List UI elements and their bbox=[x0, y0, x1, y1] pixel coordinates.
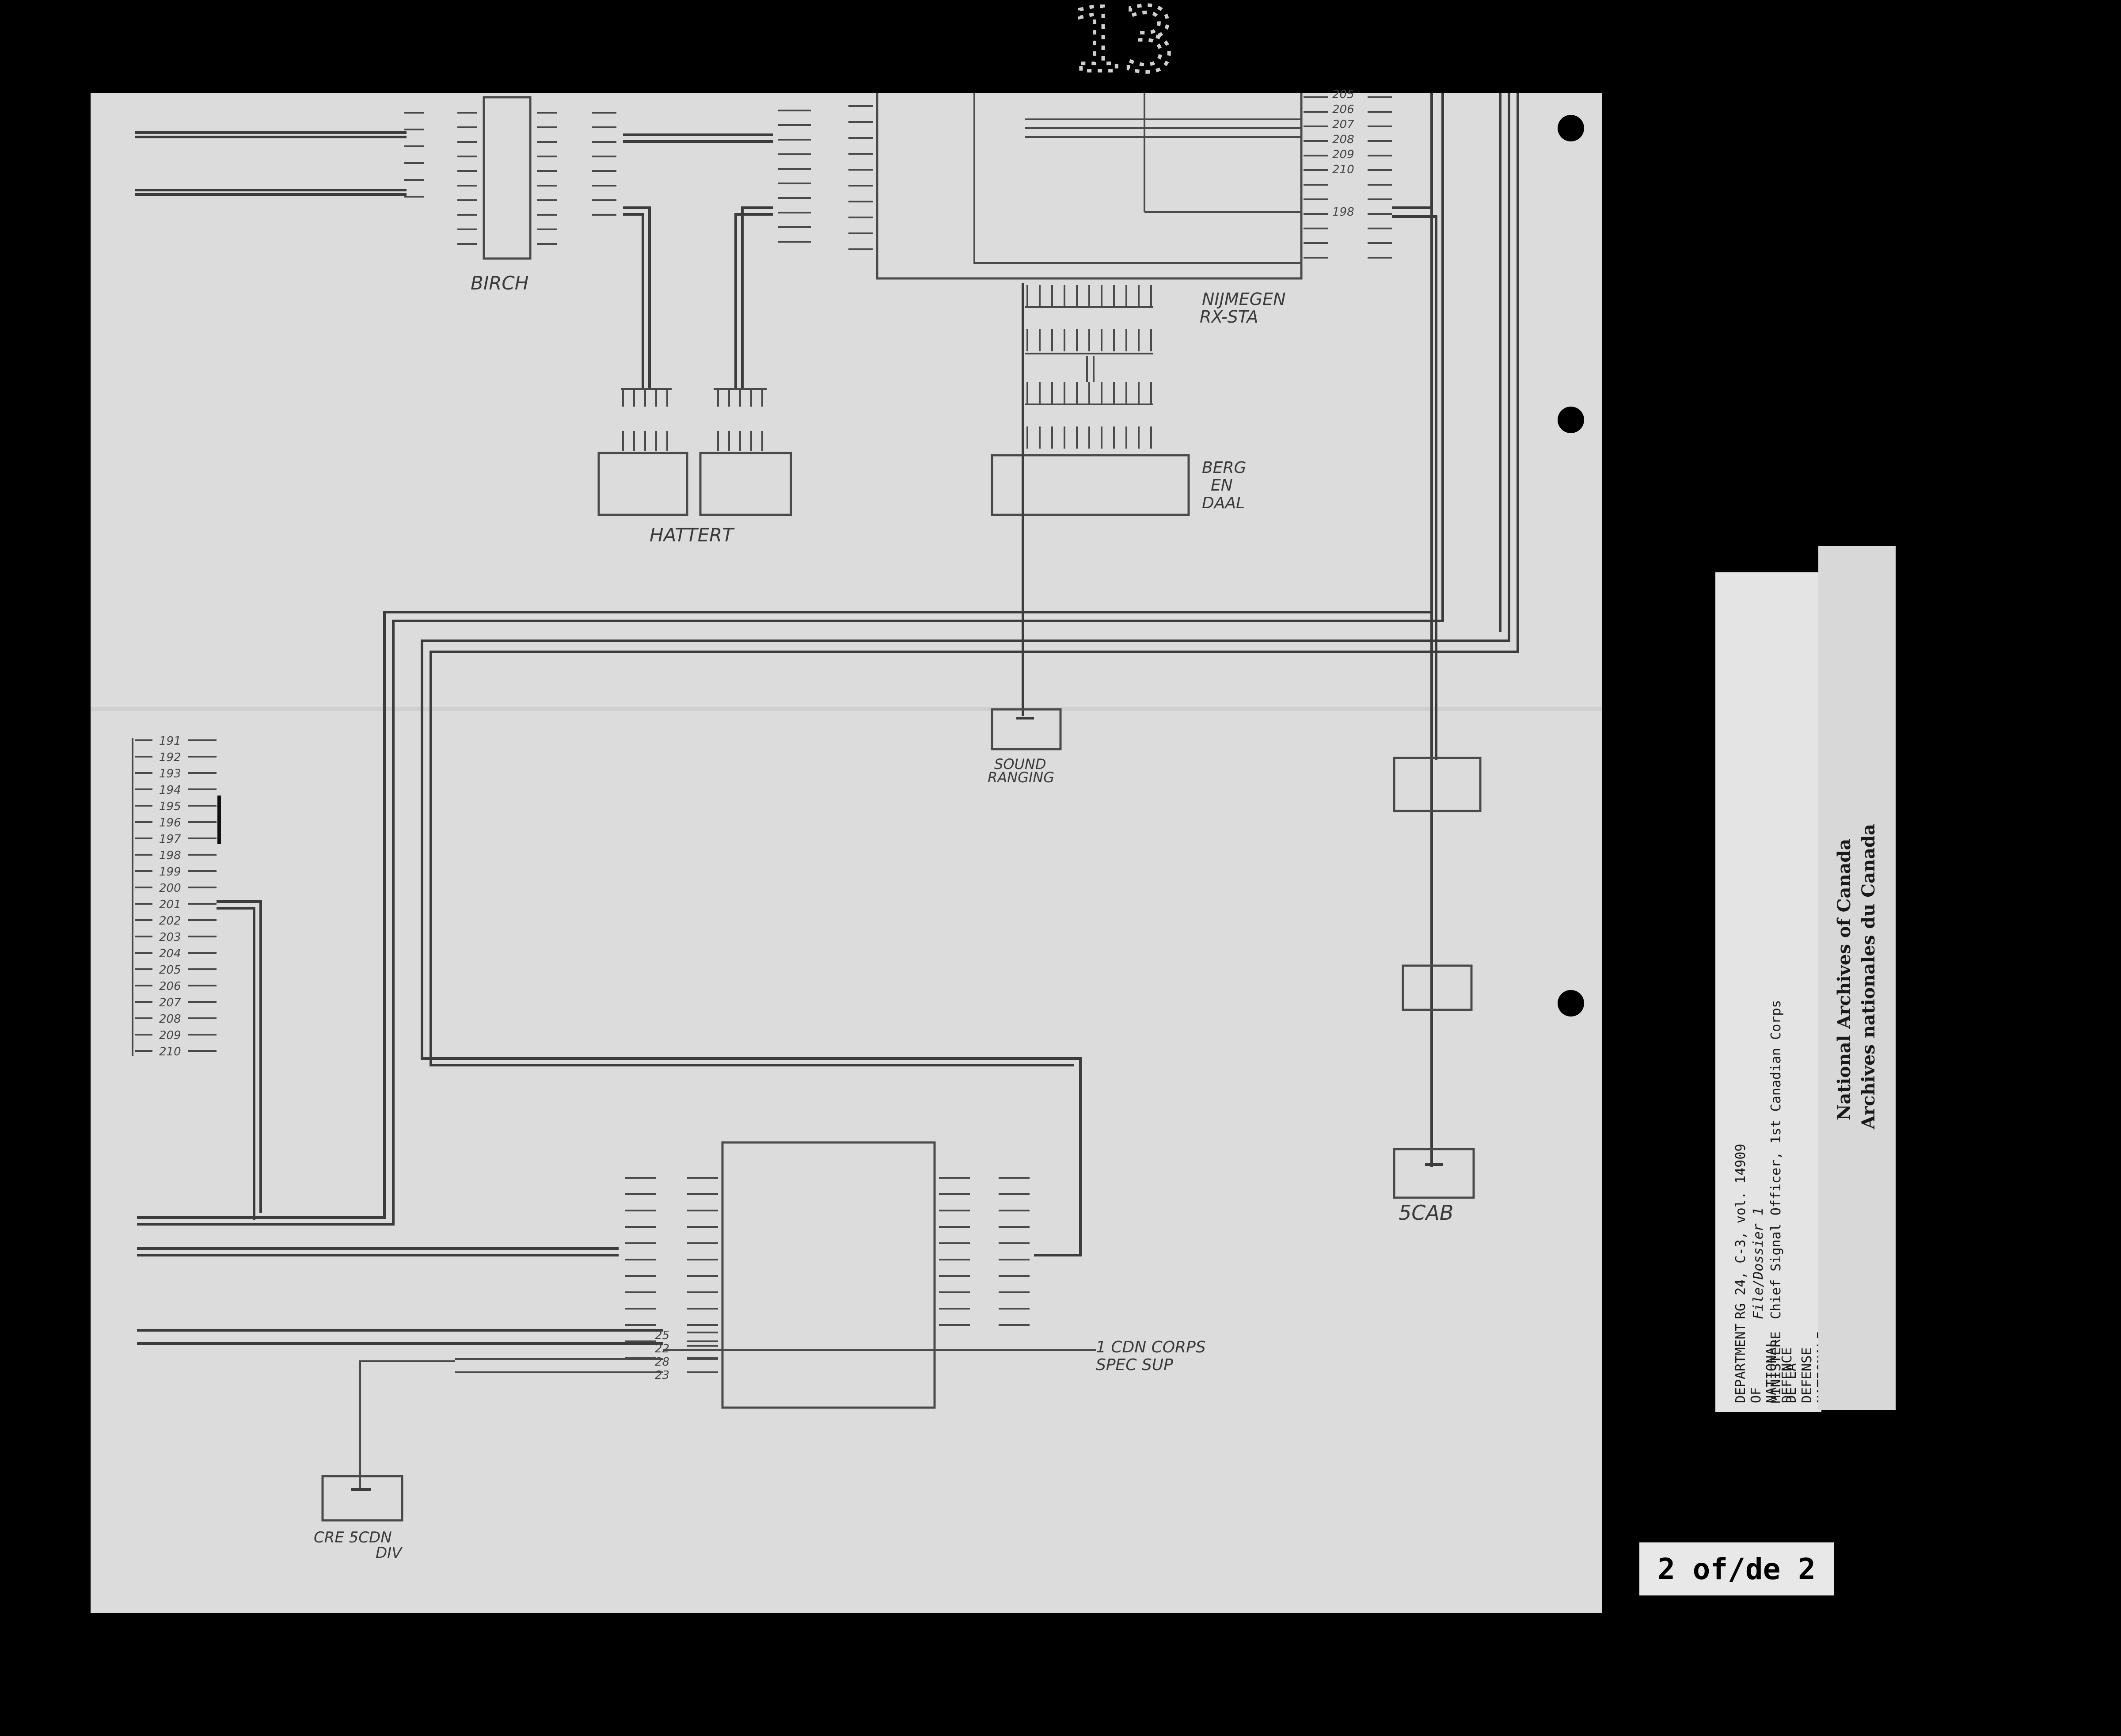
terminal-number: 193 bbox=[159, 767, 181, 780]
archive-label-card: RG 24, C-3, vol. 14909 File/Dossier 1 Ch… bbox=[1715, 572, 1830, 1412]
diagram-sheet bbox=[91, 93, 1602, 1613]
terminal-number: 207 bbox=[1332, 118, 1354, 131]
reel-badge-text: 2 of/de 2 bbox=[1657, 1552, 1816, 1586]
terminal-number: 194 bbox=[159, 784, 181, 797]
terminal-number: 207 bbox=[159, 996, 181, 1009]
terminal-number: 206 bbox=[159, 980, 181, 993]
hattert-block: HATTERT bbox=[597, 206, 792, 546]
punch-hole bbox=[1558, 990, 1584, 1016]
archive-banner: National Archives of Canada Archives nat… bbox=[1818, 546, 1896, 1410]
terminal-number: 210 bbox=[159, 1045, 181, 1058]
terminal-number: 192 bbox=[159, 751, 181, 764]
terminal-number: 28 bbox=[655, 1355, 669, 1369]
terminal-number: 199 bbox=[159, 865, 181, 879]
terminal-number: 209 bbox=[1332, 148, 1354, 161]
terminal-number: 202 bbox=[159, 914, 181, 928]
frame-number: 13 bbox=[1069, 0, 1176, 92]
terminal-number: 191 bbox=[159, 735, 181, 748]
terminal-number: 197 bbox=[159, 833, 181, 846]
archive-fr: Archives nationales du Canada bbox=[1858, 824, 1879, 1129]
cre-label-2: DIV bbox=[376, 1544, 403, 1562]
scab-cable: 5CAB bbox=[1392, 206, 1482, 1225]
archive-title: Chief Signal Officer, 1st Canadian Corps bbox=[1768, 1000, 1784, 1319]
left-terminal-strip: 191 192 193 194 195 196 197 198 199 200 201 202 203 2… bbox=[132, 735, 262, 1220]
terminal-number: 203 bbox=[159, 931, 181, 944]
punch-hole bbox=[1558, 115, 1584, 141]
reel-badge: 2 of/de 2 bbox=[1639, 1542, 1834, 1595]
terminal-number: 198 bbox=[159, 849, 181, 862]
hattert-label: HATTERT bbox=[650, 524, 735, 546]
scab-label: 5CAB bbox=[1399, 1201, 1453, 1225]
terminal-number: 208 bbox=[159, 1013, 181, 1026]
archive-en: National Archives of Canada bbox=[1834, 838, 1855, 1120]
terminal-number: 198 bbox=[1332, 206, 1354, 219]
terminal-number: 195 bbox=[159, 800, 181, 813]
terminal-number: 206 bbox=[1332, 103, 1354, 116]
corps-label-2: SPEC SUP bbox=[1096, 1356, 1173, 1374]
archive-reference: RG 24, C-3, vol. 14909 bbox=[1733, 1143, 1748, 1319]
terminal-number: 201 bbox=[159, 898, 181, 911]
corps-label-1: 1 CDN CORPS bbox=[1096, 1338, 1206, 1356]
terminal-number: 200 bbox=[159, 882, 181, 895]
terminal-number: 209 bbox=[159, 1029, 181, 1042]
terminal-number: 204 bbox=[159, 947, 181, 960]
birch-label: BIRCH bbox=[471, 272, 528, 294]
terminal-number: 22 bbox=[655, 1342, 669, 1355]
cre-label-1: CRE 5CDN bbox=[314, 1529, 392, 1546]
terminal-number: 23 bbox=[655, 1369, 669, 1382]
archive-file: File/Dossier 1 bbox=[1751, 1207, 1766, 1319]
terminal-number: 208 bbox=[1332, 133, 1354, 146]
terminal-number: 205 bbox=[159, 963, 181, 977]
terminal-number: 25 bbox=[655, 1329, 669, 1342]
terminal-number: 210 bbox=[1332, 163, 1354, 176]
punch-hole bbox=[1558, 407, 1584, 433]
terminal-number: 196 bbox=[159, 816, 181, 830]
terminal-number: 205 bbox=[1332, 88, 1354, 101]
birch-block: BIRCH bbox=[135, 96, 773, 294]
sheet-fold bbox=[91, 707, 1602, 711]
